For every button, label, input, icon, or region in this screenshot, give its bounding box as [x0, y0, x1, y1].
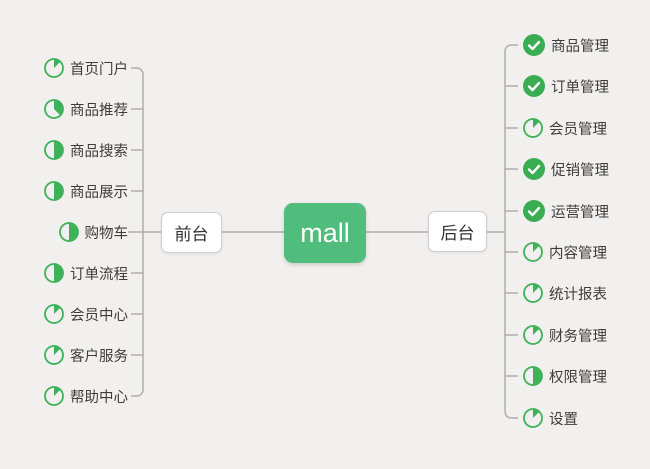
- progress-pie-icon: [523, 242, 543, 262]
- mindmap-topic[interactable]: 首页门户: [44, 53, 128, 83]
- topic-label: 促销管理: [551, 162, 609, 179]
- mindmap-topic[interactable]: 商品展示: [44, 176, 128, 206]
- mindmap-topic[interactable]: 运营管理: [523, 196, 609, 226]
- topic-label: 财务管理: [549, 328, 607, 345]
- mindmap-topic[interactable]: 设置: [523, 403, 578, 433]
- progress-pie-icon: [523, 325, 543, 345]
- mindmap-topic[interactable]: 内容管理: [523, 237, 607, 267]
- mindmap-topic[interactable]: 帮助中心: [44, 381, 128, 411]
- progress-pie-icon: [44, 304, 64, 324]
- topic-label: 订单流程: [70, 266, 128, 283]
- mindmap-topic[interactable]: 订单管理: [523, 71, 609, 101]
- topic-label: 商品推荐: [70, 102, 128, 119]
- topic-label: 购物车: [84, 225, 129, 242]
- topic-label: 会员管理: [549, 121, 607, 138]
- progress-pie-icon: [523, 366, 543, 386]
- progress-pie-icon: [44, 99, 64, 119]
- progress-pie-icon: [44, 345, 64, 365]
- root-topic-mall[interactable]: mall: [284, 203, 366, 263]
- mindmap-topic[interactable]: 商品搜索: [44, 135, 128, 165]
- progress-pie-icon: [44, 386, 64, 406]
- topic-label: 帮助中心: [70, 389, 128, 406]
- progress-pie-icon: [523, 408, 543, 428]
- mindmap-topic[interactable]: 财务管理: [523, 320, 607, 350]
- branch-topic-frontend[interactable]: 前台: [161, 212, 222, 253]
- topic-label: 会员中心: [70, 307, 128, 324]
- progress-pie-icon: [44, 140, 64, 160]
- check-circle-icon: [523, 200, 545, 222]
- topic-label: 首页门户: [70, 61, 128, 78]
- topic-label: 运营管理: [551, 204, 609, 221]
- mindmap-topic[interactable]: 权限管理: [523, 361, 607, 391]
- progress-pie-icon: [44, 263, 64, 283]
- branch-topic-backend[interactable]: 后台: [428, 211, 487, 252]
- mindmap-topic[interactable]: 商品推荐: [44, 94, 128, 124]
- topic-label: 统计报表: [549, 286, 607, 303]
- mindmap-topic[interactable]: 会员管理: [523, 113, 607, 143]
- mindmap-topic[interactable]: 商品管理: [523, 30, 609, 60]
- progress-pie-icon: [523, 283, 543, 303]
- mindmap-topic[interactable]: 客户服务: [44, 340, 128, 370]
- mindmap-topic[interactable]: 促销管理: [523, 154, 609, 184]
- check-circle-icon: [523, 158, 545, 180]
- topic-label: 权限管理: [549, 369, 607, 386]
- progress-pie-icon: [58, 222, 79, 242]
- mindmap-topic[interactable]: 会员中心: [44, 299, 128, 329]
- topic-label: 设置: [549, 411, 578, 428]
- topic-label: 商品展示: [70, 184, 128, 201]
- check-circle-icon: [523, 34, 545, 56]
- progress-pie-icon: [523, 118, 543, 138]
- topic-label: 商品搜索: [70, 143, 128, 160]
- mindmap-topic[interactable]: 统计报表: [523, 278, 607, 308]
- topic-label: 客户服务: [70, 348, 128, 365]
- check-circle-icon: [523, 75, 545, 97]
- progress-pie-icon: [44, 58, 64, 78]
- topic-label: 订单管理: [551, 79, 609, 96]
- mindmap-topic[interactable]: 购物车: [58, 217, 129, 247]
- progress-pie-icon: [44, 181, 64, 201]
- topic-label: 内容管理: [549, 245, 607, 262]
- topic-label: 商品管理: [551, 38, 609, 55]
- mindmap-topic[interactable]: 订单流程: [44, 258, 128, 288]
